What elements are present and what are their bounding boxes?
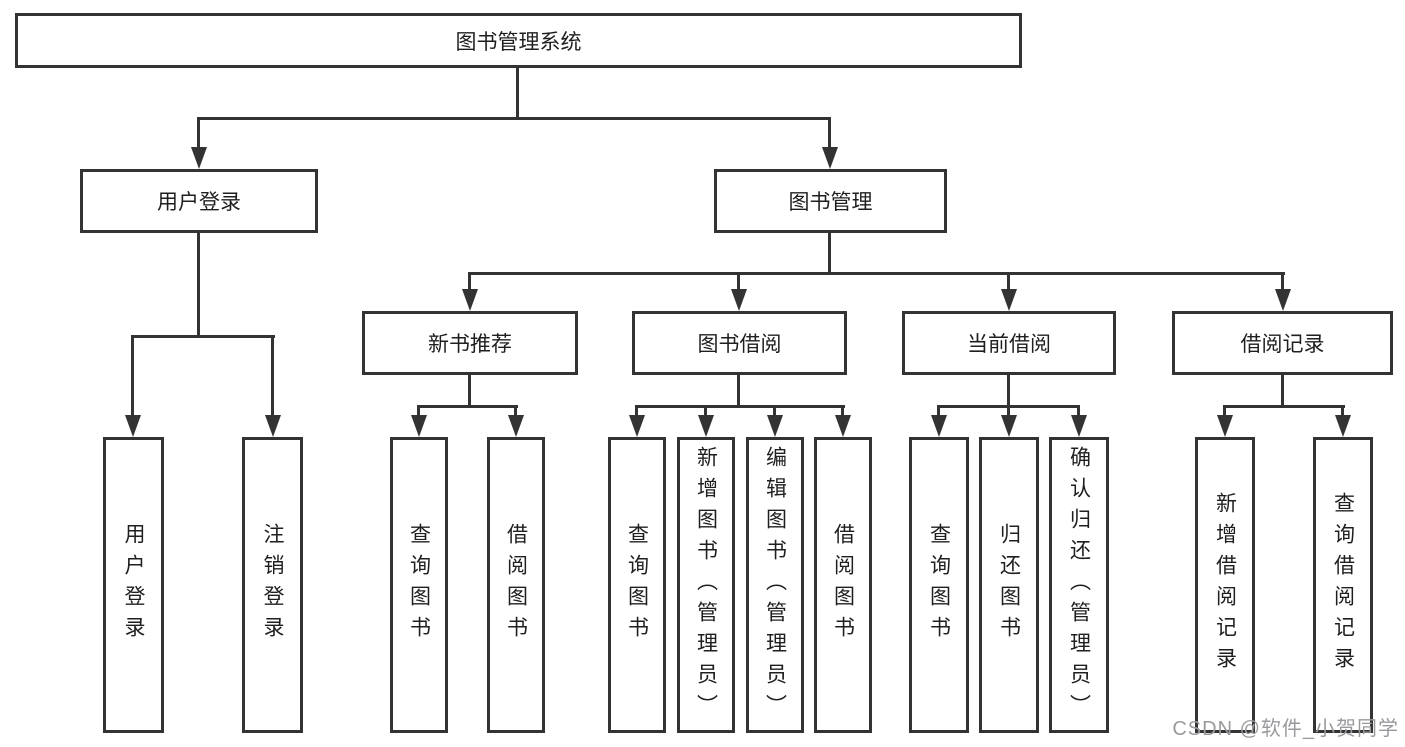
leaf-query-books-borrow: 查询图书	[608, 437, 666, 733]
node-borrow-records: 借阅记录	[1172, 311, 1393, 375]
arrow-down-icon	[931, 415, 947, 437]
arrow-down-icon	[1217, 415, 1233, 437]
connector-line	[417, 405, 518, 408]
connector-line	[1281, 375, 1284, 408]
node-label: 借阅图书	[831, 523, 855, 647]
node-label: 图书管理系统	[455, 30, 582, 54]
node-label: 图书管理	[788, 191, 873, 214]
node-label: 新书推荐	[428, 333, 512, 356]
arrow-down-icon	[1001, 415, 1017, 437]
leaf-user-login: 用户登录	[103, 437, 164, 733]
leaf-query-books-recommend: 查询图书	[390, 437, 448, 733]
connector-line	[197, 117, 831, 120]
node-new-book-recommend: 新书推荐	[362, 311, 578, 375]
connector-line	[197, 117, 200, 149]
connector-line	[1341, 405, 1344, 419]
leaf-borrow-books: 借阅图书	[814, 437, 872, 733]
node-label: 用户登录	[157, 191, 241, 214]
node-label: 归还图书	[997, 523, 1021, 647]
connector-line	[1007, 405, 1010, 419]
connector-line	[131, 335, 134, 418]
connector-line	[937, 405, 940, 419]
connector-line	[1007, 375, 1010, 408]
leaf-borrow-books-recommend: 借阅图书	[487, 437, 545, 733]
leaf-add-borrow-record: 新增借阅记录	[1195, 437, 1255, 733]
connector-line	[635, 405, 845, 408]
arrow-down-icon	[1001, 289, 1017, 311]
node-user-login: 用户登录	[80, 169, 318, 233]
leaf-return-books: 归还图书	[979, 437, 1039, 733]
node-label: 新增图书（管理员）	[694, 445, 718, 725]
arrow-down-icon	[1275, 289, 1291, 311]
node-book-borrow: 图书借阅	[632, 311, 847, 375]
connector-line	[468, 375, 471, 408]
arrow-down-icon	[698, 415, 714, 437]
connector-line	[197, 233, 200, 337]
node-label: 当前借阅	[967, 333, 1051, 356]
leaf-edit-book-admin: 编辑图书（管理员）	[746, 437, 804, 733]
node-current-borrow: 当前借阅	[902, 311, 1116, 375]
connector-line	[841, 405, 844, 419]
arrow-down-icon	[822, 147, 838, 169]
connector-line	[468, 272, 1285, 275]
connector-line	[737, 272, 740, 291]
arrow-down-icon	[767, 415, 783, 437]
arrow-down-icon	[1335, 415, 1351, 437]
connector-line	[1007, 272, 1010, 291]
leaf-confirm-return-admin: 确认归还（管理员）	[1049, 437, 1109, 733]
connector-line	[1077, 405, 1080, 419]
arrow-down-icon	[125, 415, 141, 437]
node-label: 注销登录	[261, 523, 284, 647]
arrow-down-icon	[411, 415, 427, 437]
arrow-down-icon	[265, 415, 281, 437]
node-label: 借阅图书	[504, 523, 528, 647]
connector-line	[773, 405, 776, 419]
connector-line	[516, 68, 519, 118]
arrow-down-icon	[835, 415, 851, 437]
arrow-down-icon	[1071, 415, 1087, 437]
connector-line	[828, 233, 831, 273]
node-label: 新增借阅记录	[1213, 492, 1237, 678]
connector-line	[131, 335, 275, 338]
leaf-query-borrow-record: 查询借阅记录	[1313, 437, 1373, 733]
connector-line	[635, 405, 638, 419]
node-label: 编辑图书（管理员）	[763, 445, 787, 725]
connector-line	[468, 272, 471, 291]
connector-line	[271, 335, 274, 418]
connector-line	[1223, 405, 1226, 419]
node-label: 确认归还（管理员）	[1067, 445, 1091, 725]
watermark: CSDN @软件_小贺同学	[1172, 718, 1399, 740]
connector-line	[737, 375, 740, 408]
node-root-system: 图书管理系统	[15, 13, 1022, 68]
node-label: 查询图书	[927, 523, 951, 647]
node-book-management: 图书管理	[714, 169, 947, 233]
node-label: 借阅记录	[1240, 333, 1325, 356]
connector-line	[1223, 405, 1345, 408]
connector-line	[1281, 272, 1284, 291]
node-label: 查询图书	[407, 523, 431, 647]
node-label: 图书借阅	[697, 333, 782, 356]
node-label: 查询图书	[625, 523, 649, 647]
leaf-add-book-admin: 新增图书（管理员）	[677, 437, 735, 733]
arrow-down-icon	[508, 415, 524, 437]
connector-line	[417, 405, 420, 419]
node-label: 用户登录	[122, 523, 145, 647]
leaf-query-books-current: 查询图书	[909, 437, 969, 733]
arrow-down-icon	[191, 147, 207, 169]
arrow-down-icon	[629, 415, 645, 437]
arrow-down-icon	[731, 289, 747, 311]
connector-line	[828, 117, 831, 149]
leaf-logout: 注销登录	[242, 437, 303, 733]
connector-line	[704, 405, 707, 419]
node-label: 查询借阅记录	[1331, 492, 1355, 678]
connector-line	[514, 405, 517, 419]
arrow-down-icon	[462, 289, 478, 311]
